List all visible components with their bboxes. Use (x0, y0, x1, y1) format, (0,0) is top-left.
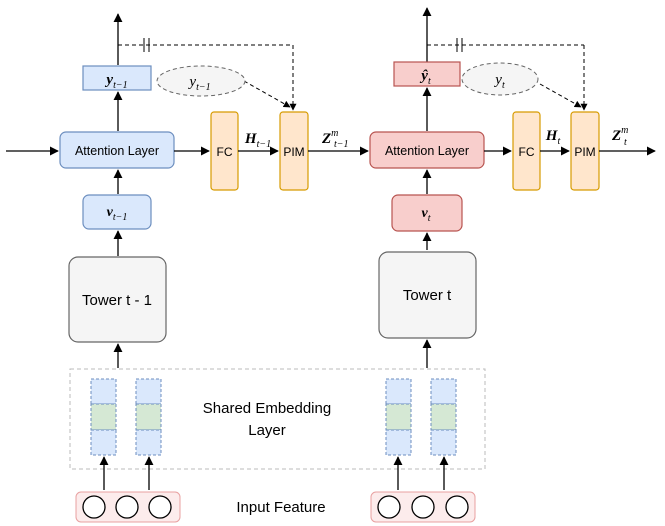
left-v-main: v (107, 205, 114, 220)
left-tower-box: Tower t - 1 (68, 256, 167, 343)
right-fc-label: FC (519, 145, 535, 159)
left-pim-box: PIM (279, 111, 309, 191)
right-y-ellipse: yt (461, 62, 539, 96)
svg-text:yt: yt (493, 72, 505, 91)
left-y-ellipse: yt−1 (156, 65, 246, 97)
right-yhat-box: ŷt (393, 61, 461, 87)
input-node (115, 495, 139, 519)
shared-embedding-label-line1: Shared Embedding (203, 400, 331, 417)
right-yhat-main: ŷ (419, 68, 428, 84)
embedding-column (430, 378, 457, 456)
svg-text:Zm: Zm (321, 128, 338, 147)
left-attention-layer: Attention Layer (59, 131, 175, 169)
left-attention-label: Attention Layer (75, 144, 159, 158)
svg-text:yt−1: yt−1 (187, 74, 210, 93)
svg-text:vt−1: vt−1 (107, 205, 128, 223)
right-h-main: H (545, 128, 559, 144)
right-pim-label: PIM (574, 145, 595, 159)
left-h-sub: t−1 (257, 139, 272, 150)
left-h-main: H (244, 131, 258, 147)
left-v-box: vt−1 (82, 194, 152, 230)
left-z-sup: m (331, 128, 338, 139)
right-z-sub: t (624, 137, 627, 148)
svg-text:Ht−1: Ht−1 (244, 131, 271, 150)
right-v-sub: t (428, 213, 431, 224)
right-attention-label: Attention Layer (385, 144, 469, 158)
right-z-sup: m (621, 125, 628, 136)
svg-text:Zm: Zm (611, 125, 628, 144)
right-z-main: Z (611, 128, 621, 144)
left-yhat-main: y (104, 72, 113, 88)
left-y-main: y (187, 74, 196, 90)
right-pim-box: PIM (570, 111, 600, 191)
svg-text:Ht: Ht (545, 128, 561, 147)
svg-text:yt−1: yt−1 (104, 72, 127, 91)
embedding-column (385, 378, 412, 456)
shared-embedding-layer: Shared Embedding Layer (69, 368, 486, 470)
left-z-sub: t−1 (334, 139, 349, 150)
right-input-feature-group (370, 491, 476, 523)
input-node (445, 495, 469, 519)
right-tower-label: Tower t (403, 287, 452, 304)
right-attention-layer: Attention Layer (369, 131, 485, 169)
shared-embedding-label-line2: Layer (248, 422, 286, 439)
left-yhat-box: yt−1 (82, 65, 152, 91)
right-fc-box: FC (512, 111, 541, 191)
embedding-column (135, 378, 162, 456)
svg-text:ŷt: ŷt (419, 68, 431, 87)
right-yhat-sub: t (428, 76, 431, 87)
right-h-sub: t (557, 136, 560, 147)
left-pim-label: PIM (283, 145, 304, 159)
input-node (82, 495, 106, 519)
right-feedback-path (427, 38, 588, 111)
right-y-sub: t (502, 80, 505, 91)
left-feedback-path (118, 38, 297, 111)
svg-text:vt: vt (422, 206, 431, 224)
input-node (148, 495, 172, 519)
right-y-main: y (493, 72, 502, 88)
left-y-sub: t−1 (196, 82, 211, 93)
left-input-feature-group (75, 491, 181, 523)
left-v-sub: t−1 (113, 212, 128, 223)
left-fc-label: FC (217, 145, 233, 159)
left-z-main: Z (321, 131, 331, 147)
right-v-box: vt (391, 194, 463, 232)
right-tower-box: Tower t (378, 251, 477, 339)
input-node (411, 495, 435, 519)
input-feature-label: Input Feature (236, 499, 325, 516)
input-node (377, 495, 401, 519)
right-v-main: v (422, 206, 429, 221)
left-fc-box: FC (210, 111, 239, 191)
embedding-column (90, 378, 117, 456)
left-tower-label: Tower t - 1 (82, 292, 152, 309)
left-yhat-sub: t−1 (113, 80, 128, 91)
